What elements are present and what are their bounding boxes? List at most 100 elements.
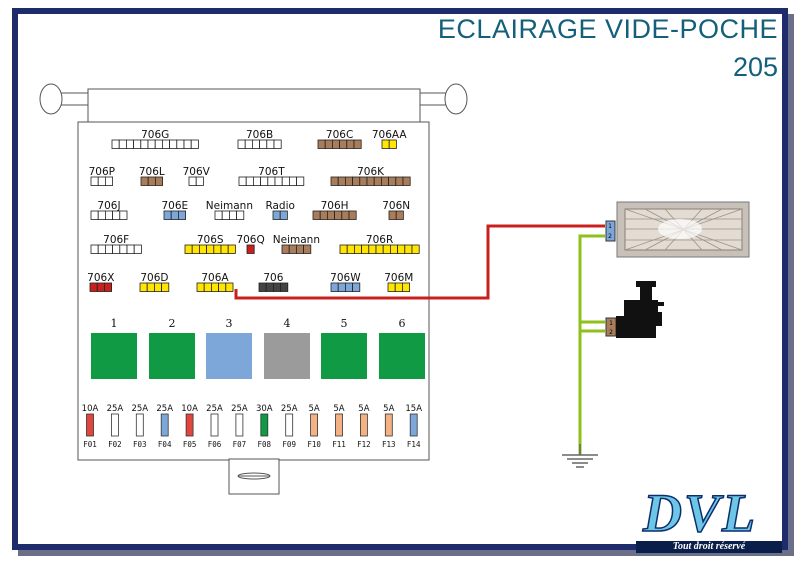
connector-label: 706Q xyxy=(236,234,264,246)
connector-pin xyxy=(198,244,207,254)
fuse-id: F08 xyxy=(258,440,272,449)
connector-pin xyxy=(184,244,193,254)
fuse-rating: 5A xyxy=(383,404,394,414)
connector-706n-14: 706N xyxy=(382,200,410,220)
lamp-pin-2: 2 xyxy=(608,233,612,240)
connector-706t-7: 706T xyxy=(238,166,305,186)
connector-pin xyxy=(334,210,343,220)
relay-4: 4 xyxy=(264,317,310,379)
connector-706k-8: 706K xyxy=(330,166,411,186)
connector-pin xyxy=(245,176,254,186)
connector-pin xyxy=(281,176,290,186)
connector-pin xyxy=(346,139,355,149)
fuse-id: F09 xyxy=(282,440,296,449)
connector-pin xyxy=(140,139,149,149)
fuse-body xyxy=(160,413,169,437)
connector-pin xyxy=(326,210,335,220)
relay-number: 4 xyxy=(284,317,291,330)
fuse-body xyxy=(260,413,269,437)
connector-706f-15: 706F xyxy=(90,234,142,254)
connector-pin xyxy=(337,282,346,292)
connector-pin xyxy=(163,210,172,220)
connector-pin xyxy=(330,176,339,186)
fuse-id: F07 xyxy=(233,440,247,449)
connector-pin xyxy=(339,139,348,149)
connector-706l-5: 706L xyxy=(139,166,165,186)
connector-pin xyxy=(111,139,120,149)
fuse-body xyxy=(135,413,144,437)
relay-number: 5 xyxy=(341,317,348,330)
connector-pin xyxy=(196,282,205,292)
connector-706h-13: 706H xyxy=(312,200,357,220)
connector-pin xyxy=(344,176,353,186)
connector-pin xyxy=(303,244,312,254)
connector-label: 706C xyxy=(326,129,353,141)
connector-pin xyxy=(272,210,281,220)
connector-pin xyxy=(176,139,185,149)
connector-pin xyxy=(97,176,106,186)
connector-pin xyxy=(221,210,230,220)
connector-radio-12: Radio xyxy=(265,200,295,220)
connector-pin xyxy=(237,139,246,149)
connector-pin xyxy=(317,139,326,149)
green-wire-lamp xyxy=(578,234,605,455)
relay-number: 6 xyxy=(399,317,406,330)
connector-706p-4: 706P xyxy=(89,166,115,186)
diagram-subtitle: 205 xyxy=(732,52,778,82)
fuse-f08: 30A F08 xyxy=(256,404,273,449)
connector-pin xyxy=(401,282,410,292)
connector-pin xyxy=(375,244,384,254)
relay-5: 5 xyxy=(321,317,367,379)
connector-706aa-3: 706AA xyxy=(372,129,407,149)
relay-block xyxy=(321,333,367,379)
connector-label: Neimann xyxy=(206,200,253,212)
connector-pin xyxy=(373,176,382,186)
fuse-rating: 30A xyxy=(256,404,273,414)
connector-706m-25: 706M xyxy=(384,272,413,292)
connector-pin xyxy=(281,244,290,254)
connector-pin xyxy=(218,282,227,292)
fuse-rating: 25A xyxy=(156,404,173,414)
connector-706-23: 706 xyxy=(258,272,289,292)
fuse-rating: 10A xyxy=(181,404,198,414)
fuse-rating: 5A xyxy=(308,404,319,414)
connector-pin xyxy=(266,139,275,149)
fuse-rating: 15A xyxy=(405,404,422,414)
fuses: 10AF0125AF0225AF0325AF0410AF0525AF0625AF… xyxy=(82,404,423,449)
connector-pin xyxy=(280,282,289,292)
connector-pin xyxy=(190,139,199,149)
connector-706g-0: 706G xyxy=(111,129,199,149)
relay-block xyxy=(91,333,137,379)
connector-pin xyxy=(170,210,179,220)
connector-pin xyxy=(404,244,413,254)
connector-706c-2: 706C xyxy=(317,129,362,149)
connector-pin xyxy=(368,244,377,254)
connector-label: 706S xyxy=(197,234,224,246)
connector-pin xyxy=(214,210,223,220)
lamp-pin-1: 1 xyxy=(608,223,612,230)
connector-label: 706X xyxy=(87,272,114,284)
fuse-id: F14 xyxy=(407,440,421,449)
door-switch: 1 2 xyxy=(605,281,664,338)
fuse-body xyxy=(409,413,418,437)
connector-pin xyxy=(147,176,156,186)
connector-pin xyxy=(118,139,127,149)
connector-pin xyxy=(227,244,236,254)
connector-pin xyxy=(246,244,255,254)
connector-pin xyxy=(389,244,398,254)
connector-pin xyxy=(265,282,274,292)
connector-pin xyxy=(112,210,121,220)
connector-pin xyxy=(259,139,268,149)
connector-pin xyxy=(344,282,353,292)
fuse-body xyxy=(359,413,368,437)
connector-pin xyxy=(348,210,357,220)
fuse-body xyxy=(384,413,393,437)
connector-706r-19: 706R xyxy=(339,234,420,254)
connector-label: 706F xyxy=(103,234,129,246)
connector-706e-10: 706E xyxy=(161,200,188,220)
connector-label: 706T xyxy=(258,166,285,178)
